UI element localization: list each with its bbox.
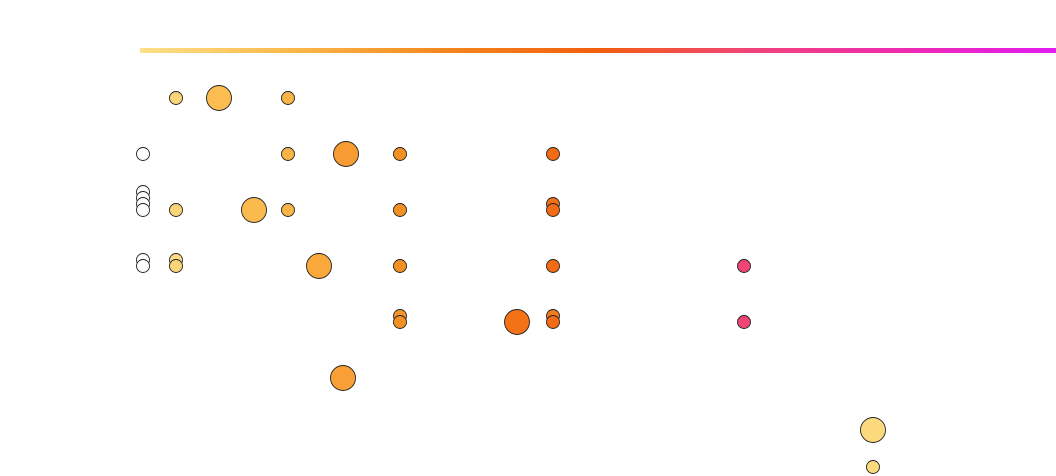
data-point-28: [393, 315, 407, 329]
data-point-1: [169, 91, 183, 105]
data-point-34: [860, 417, 886, 443]
data-point-22: [169, 259, 183, 273]
data-point-3: [281, 91, 295, 105]
data-point-4: [136, 147, 150, 161]
data-point-23: [306, 253, 332, 279]
data-point-15: [281, 203, 295, 217]
data-point-8: [546, 147, 560, 161]
data-point-2: [206, 85, 232, 111]
data-point-31: [546, 315, 560, 329]
data-point-26: [737, 259, 751, 273]
color-bar: [140, 48, 1056, 53]
points-layer: [136, 85, 886, 474]
data-point-13: [169, 203, 183, 217]
data-point-29: [504, 309, 530, 335]
data-point-16: [393, 203, 407, 217]
data-point-20: [136, 259, 150, 273]
data-point-5: [281, 147, 295, 161]
data-point-6: [333, 141, 359, 167]
data-point-24: [393, 259, 407, 273]
data-point-18: [546, 203, 560, 217]
data-point-33: [330, 365, 356, 391]
data-point-35: [866, 460, 880, 474]
data-point-25: [546, 259, 560, 273]
data-point-12: [136, 203, 150, 217]
data-point-7: [393, 147, 407, 161]
data-point-32: [737, 315, 751, 329]
data-point-14: [241, 197, 267, 223]
